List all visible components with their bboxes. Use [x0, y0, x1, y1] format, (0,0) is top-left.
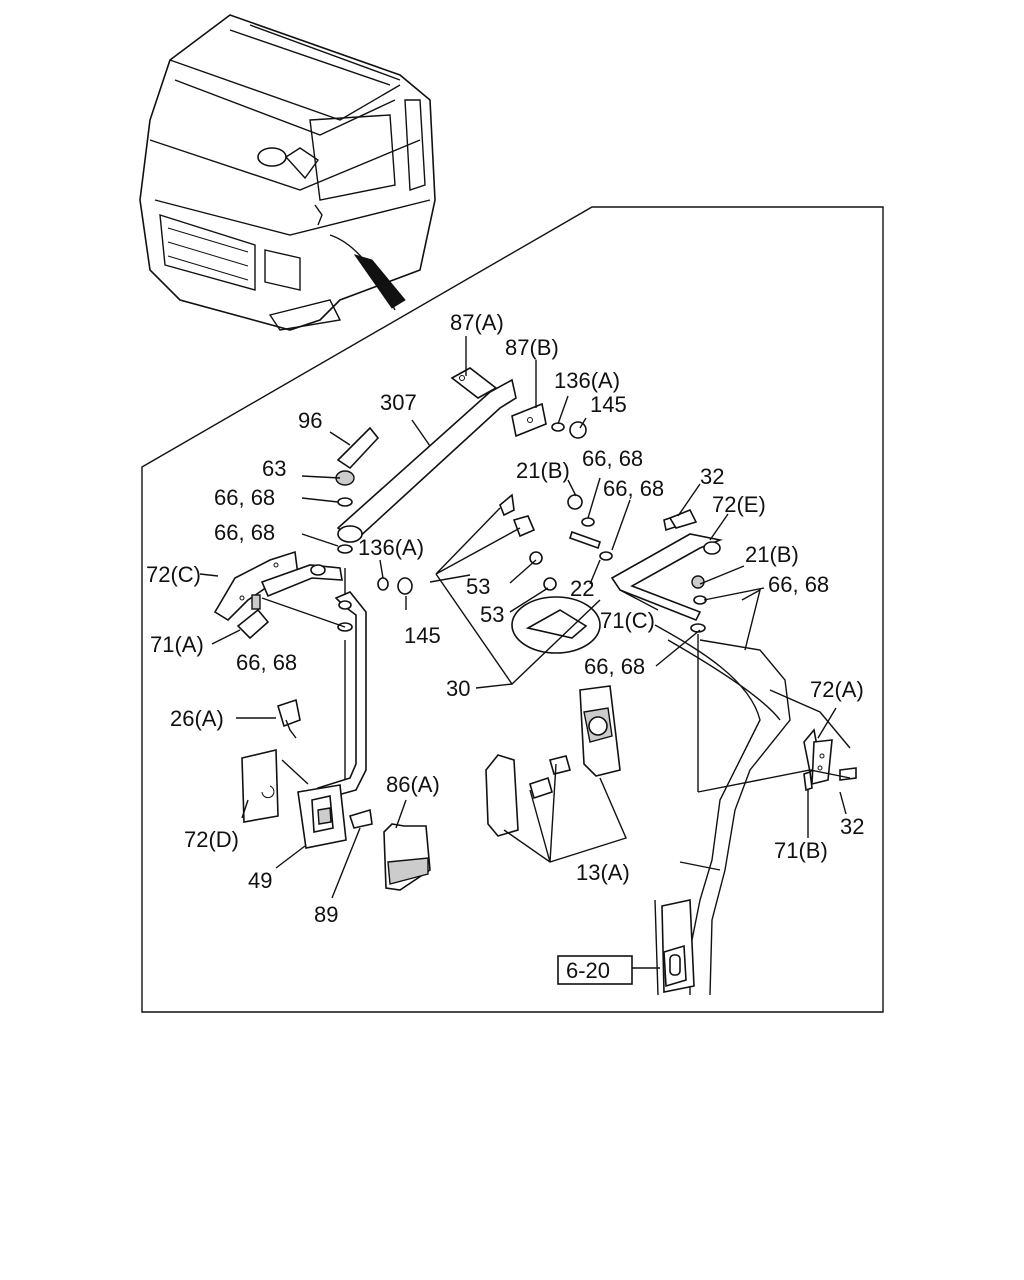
label-86a: 86(A)	[386, 772, 440, 797]
label-307: 307	[380, 390, 417, 415]
label-145-top: 145	[590, 392, 627, 417]
label-87a: 87(A)	[450, 310, 504, 335]
label-87b: 87(B)	[505, 335, 559, 360]
label-66-68-b: 66, 68	[214, 520, 275, 545]
label-53-a: 53	[466, 574, 490, 599]
label-49: 49	[248, 868, 272, 893]
mirror-head-assembly	[485, 685, 621, 837]
label-21b-b: 21(B)	[745, 542, 799, 567]
label-89: 89	[314, 902, 338, 927]
label-145-mid: 145	[404, 623, 441, 648]
label-136a-mid: 136(A)	[358, 535, 424, 560]
label-32-top: 32	[700, 464, 724, 489]
label-66-68-a: 66, 68	[214, 485, 275, 510]
label-66-68-g: 66, 68	[584, 654, 645, 679]
right-mirror-arm-assembly	[499, 493, 723, 654]
label-72e: 72(E)	[712, 492, 766, 517]
label-63: 63	[262, 456, 286, 481]
reference-box: 6-20	[557, 955, 633, 985]
label-136a-top: 136(A)	[554, 368, 620, 393]
truck-cab-illustration	[139, 14, 436, 331]
label-32-bot: 32	[840, 814, 864, 839]
left-mirror-arm-assembly	[213, 550, 431, 891]
label-71a: 71(A)	[150, 632, 204, 657]
label-96: 96	[298, 408, 322, 433]
label-71c: 71(C)	[600, 608, 655, 633]
reference-box-label: 6-20	[566, 958, 610, 983]
diagram-frame	[141, 206, 884, 1013]
callout-labels: 87(A) 87(B) 136(A) 145 307 96 63 66, 68 …	[146, 310, 864, 927]
label-71b: 71(B)	[774, 838, 828, 863]
label-72c: 72(C)	[146, 562, 201, 587]
leader-lines	[199, 336, 851, 969]
stay-307-assembly	[335, 367, 587, 554]
label-66-68-e: 66, 68	[603, 476, 664, 501]
label-66-68-d: 66, 68	[582, 446, 643, 471]
label-30: 30	[446, 676, 470, 701]
label-72a: 72(A)	[810, 677, 864, 702]
label-66-68-c: 66, 68	[236, 650, 297, 675]
label-22: 22	[570, 576, 594, 601]
label-26a: 26(A)	[170, 706, 224, 731]
label-72d: 72(D)	[184, 827, 239, 852]
label-66-68-f: 66, 68	[768, 572, 829, 597]
door-pillar-outline	[654, 624, 857, 996]
label-13a: 13(A)	[576, 860, 630, 885]
label-21b-a: 21(B)	[516, 458, 570, 483]
label-53-b: 53	[480, 602, 504, 627]
